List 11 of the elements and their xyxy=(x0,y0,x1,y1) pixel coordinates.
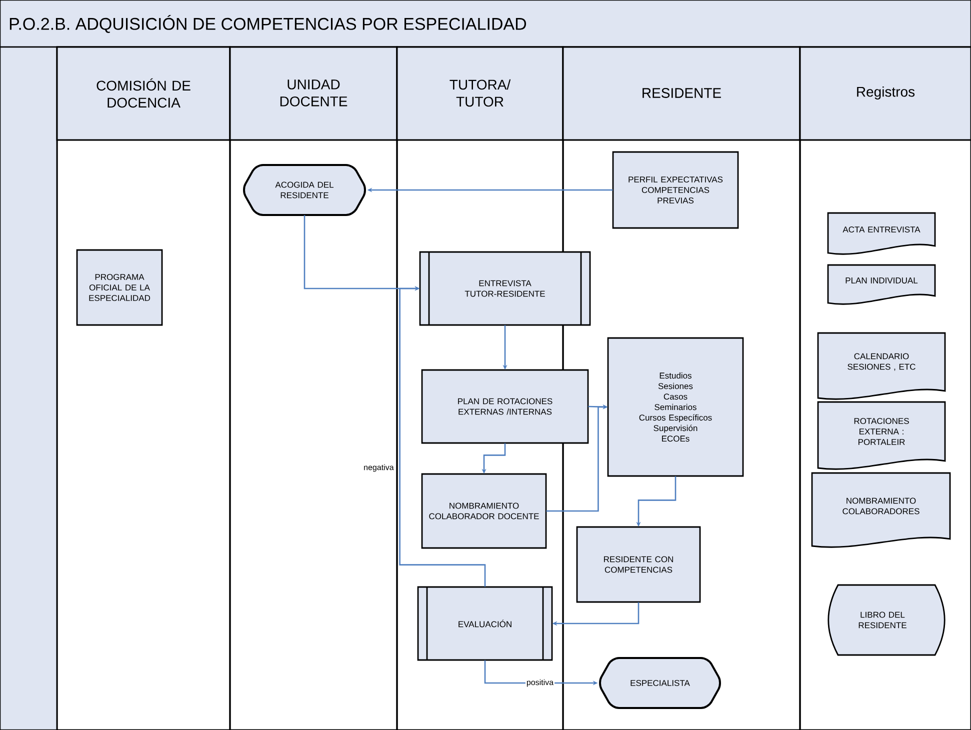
edge-label: negativa xyxy=(362,463,395,473)
process-box: PERFIL EXPECTATIVAS COMPETENCIAS PREVIAS xyxy=(612,151,739,229)
process-box: Estudios Sesiones Casos Seminarios Cursos Específicos Supervisión ECOEs xyxy=(607,337,744,477)
process-box: RESIDENTE CON COMPETENCIAS xyxy=(576,526,701,603)
edge-label: positiva xyxy=(525,678,555,688)
predefined-process-box: ENTREVISTA TUTOR-RESIDENTE xyxy=(419,251,591,326)
process-box: NOMBRAMIENTO COLABORADOR DOCENTE xyxy=(421,473,547,549)
process-box: PLAN DE ROTACIONES EXTERNAS /INTERNAS xyxy=(421,369,589,444)
process-box: PROGRAMA OFICIAL DE LA ESPECIALIDAD xyxy=(76,249,163,326)
predefined-process-box: EVALUACIÓN xyxy=(417,586,553,661)
arrow xyxy=(399,286,486,587)
